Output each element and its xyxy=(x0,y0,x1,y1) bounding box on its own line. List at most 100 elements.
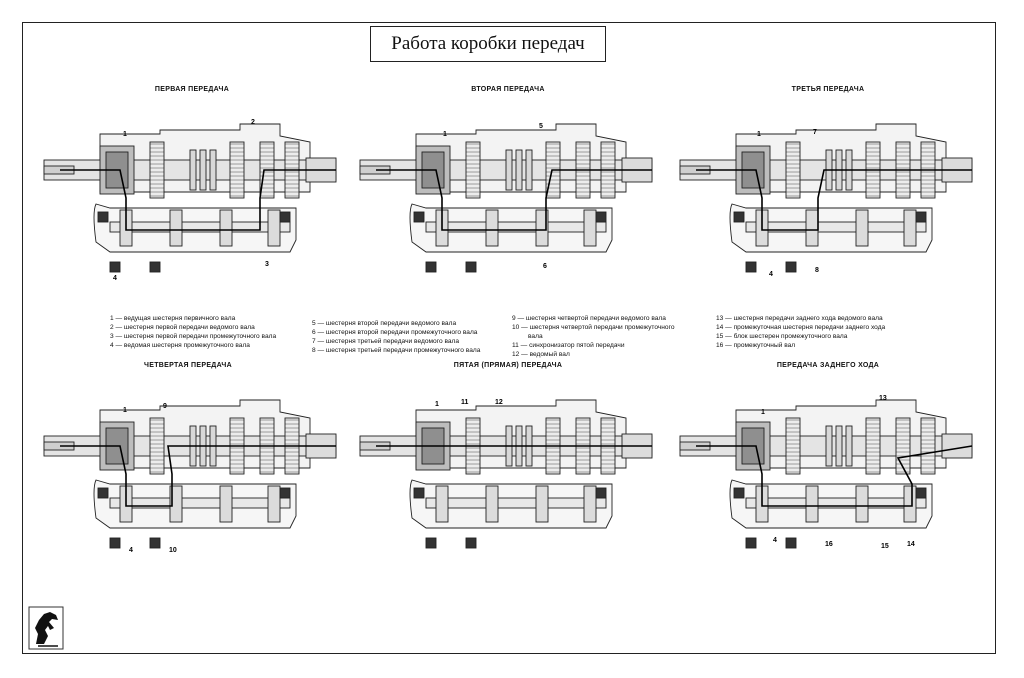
legend-item: 7 — шестерня третьей передачи ведомого в… xyxy=(312,338,460,345)
gearbox-diagram-second: 156 xyxy=(359,123,653,280)
gearbox-drawing xyxy=(359,123,653,273)
bearing xyxy=(149,261,161,273)
bearing xyxy=(745,261,757,273)
legend-column-1: 1 — ведущая шестерня первичного вала 2 —… xyxy=(110,314,276,350)
countershaft-gear xyxy=(583,209,597,247)
countershaft-gear xyxy=(903,209,917,247)
callout-number: 6 xyxy=(543,263,547,270)
gearbox-drawing xyxy=(679,399,973,549)
bearing xyxy=(413,211,425,223)
legend-item: 15 — блок шестерен промежуточного вала xyxy=(716,333,848,340)
countershaft xyxy=(109,497,291,509)
callout-number: 7 xyxy=(813,129,817,136)
mainshaft-gear xyxy=(865,417,881,475)
legend-item: 13 — шестерня передачи заднего хода ведо… xyxy=(716,315,883,322)
bearing xyxy=(109,261,121,273)
bearing xyxy=(279,211,291,223)
callout-number: 1 xyxy=(443,131,447,138)
power-flow-line xyxy=(376,169,652,231)
callout-leader xyxy=(910,547,916,558)
callout-number: 4 xyxy=(129,547,133,554)
countershaft xyxy=(745,221,927,233)
synchro-ring xyxy=(845,425,853,467)
bearing xyxy=(785,261,797,273)
callout-number: 1 xyxy=(757,131,761,138)
panel-title-first: ПЕРВАЯ ПЕРЕДАЧА xyxy=(154,86,230,93)
mainshaft-gear xyxy=(149,417,165,475)
legend-item: 11 — синхронизатор пятой передачи xyxy=(512,342,625,349)
callout-leader xyxy=(818,273,824,282)
callout-number: 4 xyxy=(773,537,777,544)
countershaft-gear xyxy=(535,209,549,247)
bearing xyxy=(733,487,745,499)
countershaft-gear xyxy=(219,485,233,523)
legend-item: 10 — шестерня четвертой передачи промежу… xyxy=(512,324,675,331)
countershaft-gear xyxy=(855,485,869,523)
synchro-ring xyxy=(825,425,833,467)
gearbox-drawing xyxy=(359,399,653,549)
legend-column-4: 13 — шестерня передачи заднего хода ведо… xyxy=(716,314,885,350)
mainshaft-gear xyxy=(465,141,481,199)
legend-column-2: 5 — шестерня второй передачи ведомого ва… xyxy=(312,319,480,355)
callout-number: 2 xyxy=(251,119,255,126)
countershaft-gear xyxy=(435,485,449,523)
countershaft-gear xyxy=(169,485,183,523)
output-flange xyxy=(941,433,973,459)
countershaft-gear xyxy=(169,209,183,247)
callout-number: 4 xyxy=(769,271,773,278)
synchro-ring xyxy=(515,149,523,191)
countershaft-gear xyxy=(583,485,597,523)
callout-number: 1 xyxy=(123,131,127,138)
legend-item: 16 — промежуточный вал xyxy=(716,342,796,349)
bearing xyxy=(425,261,437,273)
callout-number: 14 xyxy=(907,541,915,548)
legend-item: 3 — шестерня первой передачи промежуточн… xyxy=(110,333,277,340)
bearing xyxy=(465,261,477,273)
callout-number: 11 xyxy=(461,399,469,406)
synchro-ring xyxy=(835,425,843,467)
countershaft-gear xyxy=(805,209,819,247)
callout-leader xyxy=(546,269,552,280)
countershaft-gear xyxy=(219,209,233,247)
countershaft xyxy=(109,221,291,233)
power-flow-line xyxy=(60,445,336,507)
bearing xyxy=(595,487,607,499)
panel-title-fourth: ЧЕТВЕРТАЯ ПЕРЕДАЧА xyxy=(144,362,232,369)
bearing xyxy=(915,487,927,499)
callout-number: 15 xyxy=(881,543,889,550)
panel-title-fifth: ПЯТАЯ (ПРЯМАЯ) ПЕРЕДАЧА xyxy=(453,362,563,369)
legend-item: 14 — промежуточная шестерня передачи зад… xyxy=(716,324,886,331)
panel-title-second: ВТОРАЯ ПЕРЕДАЧА xyxy=(471,86,545,93)
power-flow-line xyxy=(60,169,336,231)
callout-number: 13 xyxy=(879,395,887,402)
synchro-ring xyxy=(199,149,207,191)
bearing xyxy=(97,211,109,223)
panel-title-third: ТРЕТЬЯ ПЕРЕДАЧА xyxy=(791,86,865,93)
callout-leader xyxy=(884,549,890,558)
bearing xyxy=(465,537,477,549)
callout-number: 4 xyxy=(113,275,117,282)
legend-item: 1 — ведущая шестерня первичного вала xyxy=(110,315,236,322)
synchro-ring xyxy=(505,149,513,191)
countershaft xyxy=(425,497,607,509)
legend-column-3: 9 — шестерня четвертой передачи ведомого… xyxy=(512,314,675,359)
countershaft-gear xyxy=(805,485,819,523)
bearing xyxy=(149,537,161,549)
countershaft xyxy=(425,221,607,233)
publisher-logo-icon xyxy=(28,606,64,650)
countershaft xyxy=(745,497,927,509)
gearbox-drawing xyxy=(43,123,337,273)
mainshaft-gear xyxy=(785,417,801,475)
bearing xyxy=(279,487,291,499)
callout-number: 1 xyxy=(435,401,439,408)
legend-item: 4 — ведомая шестерня промежуточного вала xyxy=(110,342,250,349)
countershaft-gear xyxy=(485,209,499,247)
bearing xyxy=(413,487,425,499)
countershaft-gear xyxy=(535,485,549,523)
poster-title: Работа коробки передач xyxy=(370,26,606,62)
countershaft-gear xyxy=(267,209,281,247)
